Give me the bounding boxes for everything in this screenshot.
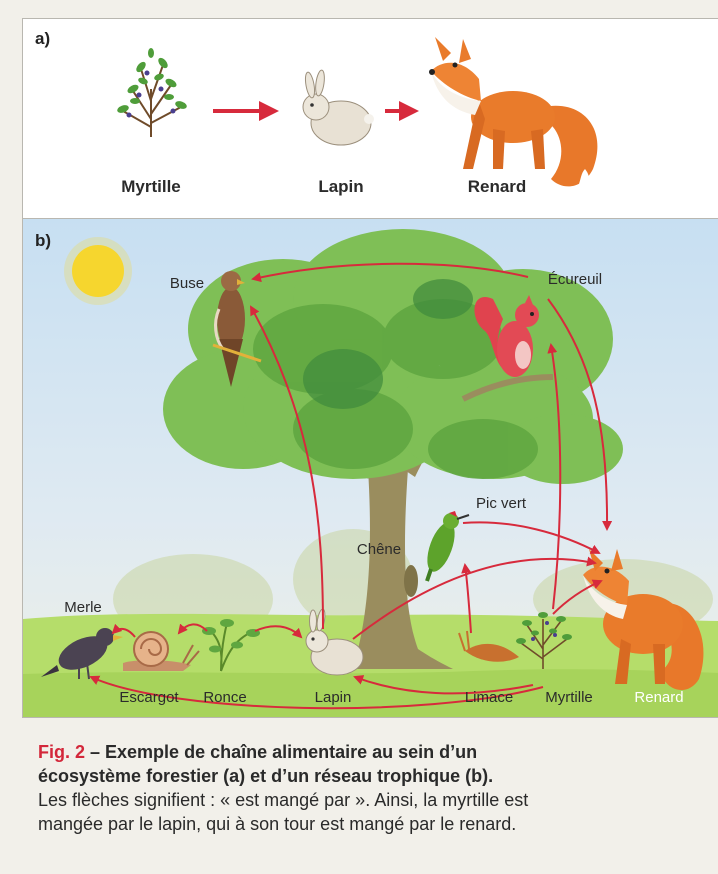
node-label-buse: Buse xyxy=(170,275,204,292)
caption-text-line1: Les flèches signifient : « est mangé par… xyxy=(38,788,710,812)
node-label-escargot: Escargot xyxy=(119,689,178,706)
caption-title-line1: Fig. 2 – Exemple de chaîne alimentaire a… xyxy=(38,740,710,764)
food-chain-panel: a) xyxy=(22,18,718,220)
food-web-panel: b) Buse Écureuil Pic vert Chêne Merle Es… xyxy=(22,218,718,718)
lapin-illustration xyxy=(303,70,374,145)
food-web-drawing xyxy=(23,219,718,717)
node-label-limace: Limace xyxy=(465,689,513,706)
figure-caption: Fig. 2 – Exemple de chaîne alimentaire a… xyxy=(38,740,710,836)
species-label-renard: Renard xyxy=(468,177,527,197)
node-label-renard: Renard xyxy=(634,689,683,706)
node-label-merle: Merle xyxy=(64,599,102,616)
node-label-lapin: Lapin xyxy=(315,689,352,706)
species-label-myrtille: Myrtille xyxy=(121,177,181,197)
node-label-chene: Chêne xyxy=(357,541,401,558)
caption-title-part1: – Exemple de chaîne alimentaire au sein … xyxy=(85,742,477,762)
species-label-lapin: Lapin xyxy=(318,177,363,197)
caption-title-part2: écosystème forestier (a) et d’un réseau … xyxy=(38,764,710,788)
myrtille-illustration xyxy=(116,48,188,137)
renard-illustration xyxy=(429,37,597,187)
panel-b-label: b) xyxy=(35,231,51,251)
node-label-ronce: Ronce xyxy=(203,689,246,706)
node-label-myrtille: Myrtille xyxy=(545,689,593,706)
node-label-pic-vert: Pic vert xyxy=(476,495,526,512)
node-label-ecureuil: Écureuil xyxy=(548,271,602,288)
caption-text-line2: mangée par le lapin, qui à son tour est … xyxy=(38,812,710,836)
figure-number: Fig. 2 xyxy=(38,742,85,762)
